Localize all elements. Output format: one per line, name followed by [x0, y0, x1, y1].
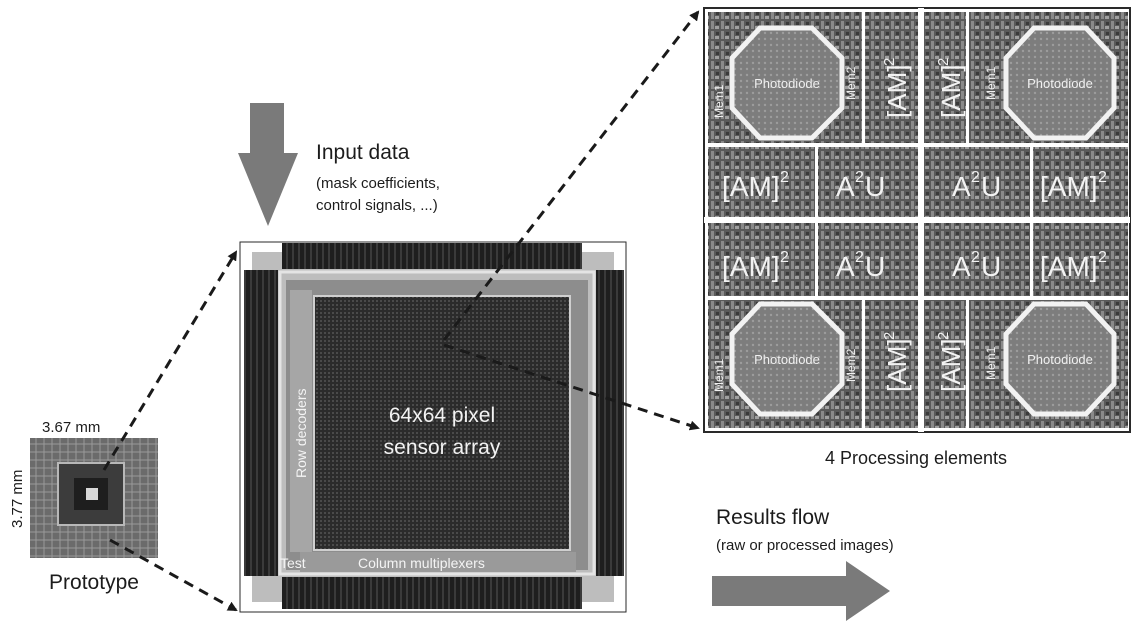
left-pad-ring	[244, 270, 278, 576]
photodiode-label-tr: Photodiode	[1027, 76, 1093, 91]
am2-exp: 2	[881, 58, 898, 66]
a2u-base: A	[952, 171, 971, 202]
am2-base: [AM]	[1040, 171, 1098, 202]
a2u-exp: 2	[855, 249, 864, 266]
input-data-subtitle-2: control signals, ...)	[316, 197, 438, 214]
am2-exp: 2	[935, 58, 952, 66]
a2u-base: A	[836, 171, 855, 202]
test-label: Test	[280, 555, 306, 571]
column-mux-block	[300, 552, 576, 572]
am2-horizontal-bl: [AM] 2	[722, 249, 789, 282]
am2-base: [AM]	[936, 339, 966, 392]
processing-elements-grid	[703, 7, 1131, 433]
results-flow-subtitle: (raw or processed images)	[716, 537, 894, 554]
am2-vertical-bl: [AM] 2	[881, 332, 912, 392]
mem1-label-br: Mem1	[984, 346, 998, 380]
photodiode-bottom-right	[1003, 301, 1117, 417]
a2u-bl: A 2 U	[836, 249, 885, 282]
am2-exp: 2	[881, 332, 898, 340]
input-data-arrow	[238, 103, 298, 226]
am2-exp: 2	[780, 169, 789, 186]
am2-base: [AM]	[1040, 251, 1098, 282]
right-pad-ring	[596, 270, 624, 576]
mem2-label-bl: Mem2	[844, 348, 858, 382]
mem1-label-tl: Mem1	[712, 84, 726, 118]
am2-horizontal-tr: [AM] 2	[1040, 169, 1107, 202]
array-to-grid-bottom-arrow	[443, 343, 700, 431]
am2-vertical-tr: [AM] 2	[935, 58, 966, 118]
input-data-title: Input data	[316, 141, 410, 164]
a2u-br: A 2 U	[952, 249, 1001, 282]
pixel-array-label-2: sensor array	[384, 436, 501, 459]
mem1-label-bl: Mem1	[712, 358, 726, 392]
photodiode-bottom-left	[729, 301, 845, 417]
am2-vertical-tl: [AM] 2	[881, 58, 912, 118]
am2-horizontal-tl: [AM] 2	[722, 169, 789, 202]
photodiode-top-left	[729, 25, 845, 141]
photodiode-top-right	[1003, 25, 1117, 141]
input-data-subtitle-1: (mask coefficients,	[316, 175, 440, 192]
prototype-photo	[30, 438, 158, 558]
pixel-array	[313, 295, 571, 551]
mem1-label-tr: Mem1	[984, 66, 998, 100]
am2-base: [AM]	[882, 65, 912, 118]
am2-vertical-br: [AM] 2	[935, 332, 966, 392]
prototype-width-label: 3.67 mm	[42, 419, 100, 436]
array-to-grid-top-arrow	[442, 10, 700, 341]
prototype-height-label: 3.77 mm	[9, 470, 26, 528]
a2u-base: A	[952, 251, 971, 282]
top-pad-ring	[282, 243, 582, 269]
connector-arrows	[102, 10, 700, 612]
a2u-exp: 2	[971, 169, 980, 186]
proto-to-chip-top-arrow	[102, 250, 238, 471]
photodiode-label-bl: Photodiode	[754, 352, 820, 367]
results-flow-arrow	[712, 561, 890, 621]
am2-exp: 2	[935, 332, 952, 340]
a2u-tail: U	[865, 251, 885, 282]
am2-exp: 2	[780, 249, 789, 266]
am2-base: [AM]	[936, 65, 966, 118]
a2u-tail: U	[981, 251, 1001, 282]
a2u-base: A	[836, 251, 855, 282]
am2-horizontal-br: [AM] 2	[1040, 249, 1107, 282]
row-decoders-label: Row decoders	[293, 389, 309, 479]
mem2-label-tl: Mem2	[844, 66, 858, 100]
processing-elements-caption: 4 Processing elements	[825, 448, 1007, 468]
photodiode-label-br: Photodiode	[1027, 352, 1093, 367]
prototype-caption: Prototype	[49, 571, 139, 594]
a2u-tl: A 2 U	[836, 169, 885, 202]
bottom-pad-ring	[282, 577, 582, 609]
a2u-exp: 2	[855, 169, 864, 186]
proto-to-chip-bottom-arrow	[109, 538, 238, 612]
am2-exp: 2	[1098, 169, 1107, 186]
chip-layout	[239, 241, 627, 613]
a2u-tail: U	[865, 171, 885, 202]
am2-base: [AM]	[882, 339, 912, 392]
am2-exp: 2	[1098, 249, 1107, 266]
row-decoders-block	[290, 290, 312, 552]
results-flow-title: Results flow	[716, 506, 830, 529]
am2-base: [AM]	[722, 251, 780, 282]
a2u-tr: A 2 U	[952, 169, 1001, 202]
column-mux-label: Column multiplexers	[358, 555, 485, 571]
a2u-tail: U	[981, 171, 1001, 202]
photodiode-label-tl: Photodiode	[754, 76, 820, 91]
pixel-array-label-1: 64x64 pixel	[389, 404, 495, 427]
a2u-exp: 2	[971, 249, 980, 266]
am2-base: [AM]	[722, 171, 780, 202]
